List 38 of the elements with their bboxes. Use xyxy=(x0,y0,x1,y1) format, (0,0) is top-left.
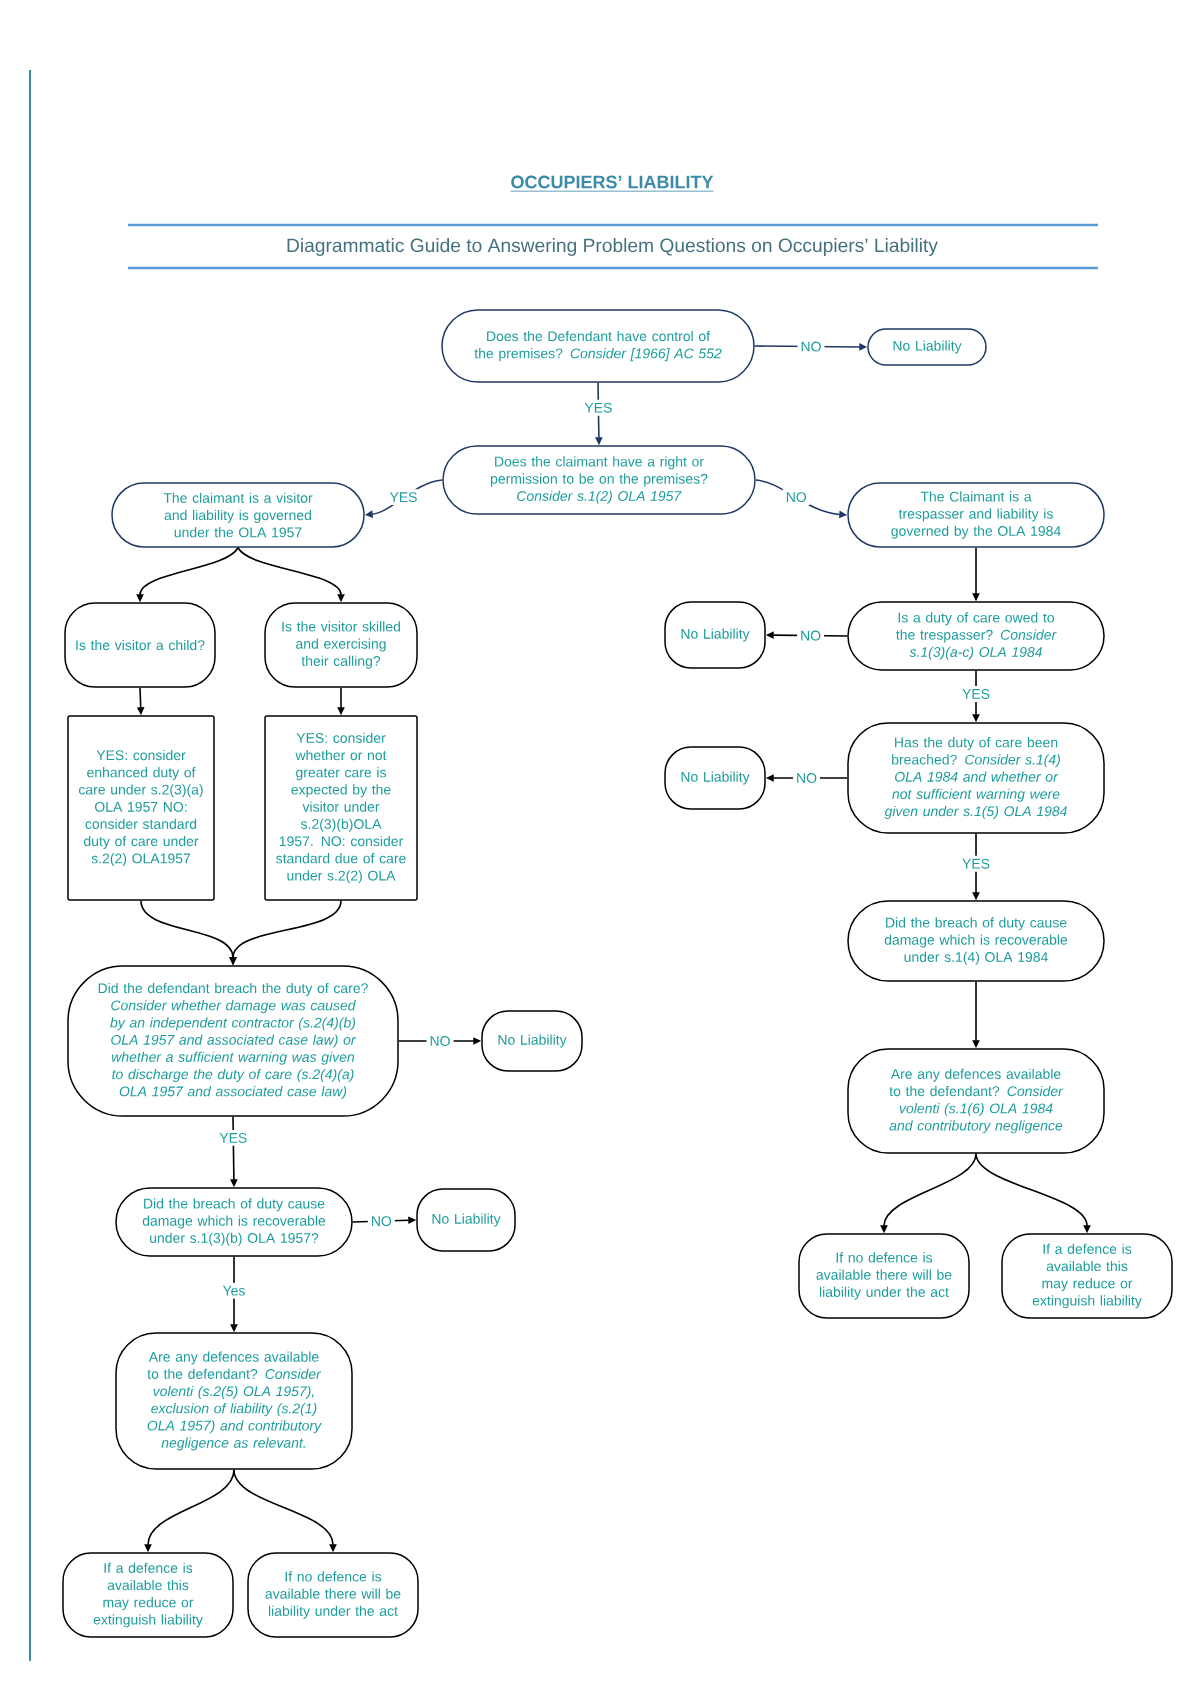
edge-label: YES xyxy=(386,489,421,506)
decision-box: Is a duty of care owed to the trespasser? Consider s.1(3)(a-c) OLA 1984 xyxy=(847,601,1105,671)
edge-label: NO xyxy=(426,1033,454,1049)
statement-box: The claimant is a visitor and liability is governed under the OLA 1957 xyxy=(111,482,365,548)
decision-box: Did the breach of duty cause damage which is recoverable under s.1(4) OLA 1984 xyxy=(847,900,1105,982)
note-box: YES: consider enhanced duty of care under s.2(3)(a) OLA 1957 NO: consider standard duty of care under s.2(2) OLA1957 xyxy=(67,715,215,901)
decision-box: Does the claimant have a right or permission to be on the premises? Consider s.1(2) OLA 1957 xyxy=(442,445,756,515)
decision-box: Is the visitor a child? xyxy=(64,602,216,688)
decision-box: Are any defences available to the defendant? Consider volenti (s.2(5) OLA 1957), exclusion of liability (s.2(1) OLA 1957) and contributory negligence as relevant. xyxy=(115,1332,353,1470)
outcome-box: If no defence is available there will be liability under the act xyxy=(798,1233,970,1319)
outcome-box: No Liability xyxy=(416,1188,516,1252)
edge-label: YES xyxy=(959,855,993,872)
outcome-box: If a defence is available this may reduce or extinguish liability xyxy=(1001,1233,1173,1319)
decision-box: Did the defendant breach the duty of care? Consider whether damage was caused by an independent contractor (s.2(4)(b) OLA 1957 and associated case law) or whether a sufficient warning was given to discharge the duty of care (s.2(4)(a) OLA 1957 and associated case law) xyxy=(67,965,399,1117)
decision-box: Did the breach of duty cause damage which is recoverable under s.1(3)(b) OLA 1957? xyxy=(115,1187,353,1257)
edge-label: YES xyxy=(216,1129,251,1146)
edge-label: NO xyxy=(797,627,825,644)
edge-label: YES xyxy=(959,686,993,702)
outcome-box: No Liability xyxy=(867,328,987,366)
note-box: YES: consider whether or not greater care is expected by the visitor under s.2(3)(b)OLA 1957. NO: consider standard due of care under s.2(2) OLA xyxy=(264,715,418,901)
decision-box: Are any defences available to the defendant? Consider volenti (s.1(6) OLA 1984 and contributory negligence xyxy=(847,1048,1105,1154)
outcome-box: No Liability xyxy=(664,601,766,669)
outcome-box: No Liability xyxy=(664,746,766,810)
decision-box: Does the Defendant have control of the premises? Consider [1966] AC 552 xyxy=(441,309,755,383)
outcome-box: If no defence is available there will be liability under the act xyxy=(247,1552,419,1638)
edge-label: NO xyxy=(782,489,810,506)
outcome-box: If a defence is available this may reduce or extinguish liability xyxy=(62,1552,234,1638)
edge-label: NO xyxy=(793,770,820,786)
decision-box: Has the duty of care been breached? Consider s.1(4) OLA 1984 and whether or not sufficient warning were given under s.1(5) OLA 1984 xyxy=(847,722,1105,834)
title: OCCUPIERS’ LIABILITY xyxy=(510,175,714,192)
statement-box: The Claimant is a trespasser and liability is governed by the OLA 1984 xyxy=(847,482,1105,548)
decision-box: Is the visitor skilled and exercising their calling? xyxy=(264,602,418,688)
outcome-box: No Liability xyxy=(481,1010,583,1072)
subtitle: Diagrammatic Guide to Answering Problem Questions on Occupiers’ Liability xyxy=(287,238,938,256)
edge-label: YES xyxy=(581,399,616,416)
edge-label: NO xyxy=(797,338,825,355)
edge-label: NO xyxy=(367,1213,395,1230)
edge-label: Yes xyxy=(219,1282,249,1299)
